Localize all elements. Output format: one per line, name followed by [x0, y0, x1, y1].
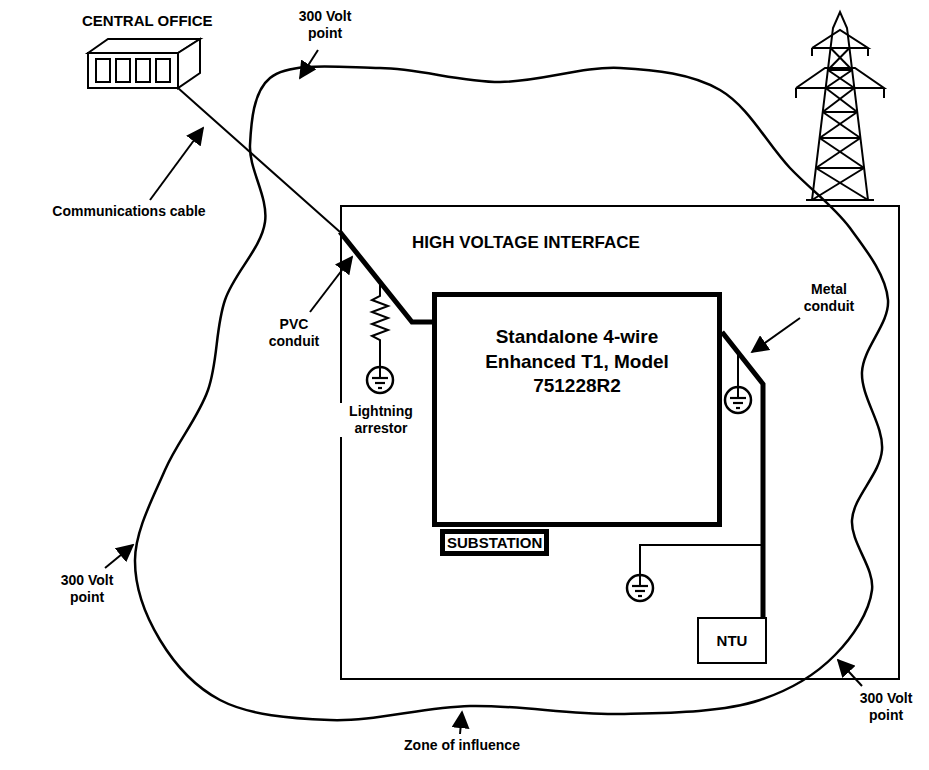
central-office-icon — [78, 33, 210, 95]
substation-boundary: Standalone 4-wire Enhanced T1, Model 751… — [340, 205, 900, 680]
arrestor-label: Lightning arrestor — [333, 403, 429, 437]
cable-label: Communications cable — [36, 203, 222, 220]
area-label: SUBSTATION — [440, 529, 549, 556]
transmission-tower — [796, 12, 884, 200]
node-label: Standalone 4-wire Enhanced T1, Model 751… — [473, 325, 681, 399]
conduit-line — [722, 332, 763, 617]
node-label: NTU — [717, 632, 748, 649]
voltage-point-label: 300 Volt point — [48, 572, 126, 606]
ground-symbol — [367, 367, 393, 393]
leader-arrows — [105, 50, 862, 734]
ntu-box: NTU — [697, 617, 767, 664]
conduit-label: Metal conduit — [786, 281, 872, 315]
node-label: HIGH VOLTAGE INTERFACE — [410, 233, 642, 253]
lightning-arrestor-symbol — [372, 282, 388, 367]
voltage-point-label: 300 Volt point — [286, 8, 364, 42]
ground-symbol — [725, 387, 751, 413]
central-office: CENTRAL OFFICE — [78, 12, 210, 95]
conduit-label: PVC conduit — [258, 316, 330, 350]
voltage-point-label: 300 Volt point — [848, 690, 924, 724]
t1-unit-box: Standalone 4-wire Enhanced T1, Model 751… — [432, 292, 722, 527]
metal-conduit-connector — [722, 332, 763, 617]
ground-wire — [640, 353, 761, 575]
zone-label: Zone of influence — [383, 737, 541, 754]
zone-outline — [135, 66, 888, 720]
node-label: CENTRAL OFFICE — [78, 12, 210, 29]
ground-symbol — [627, 575, 653, 601]
